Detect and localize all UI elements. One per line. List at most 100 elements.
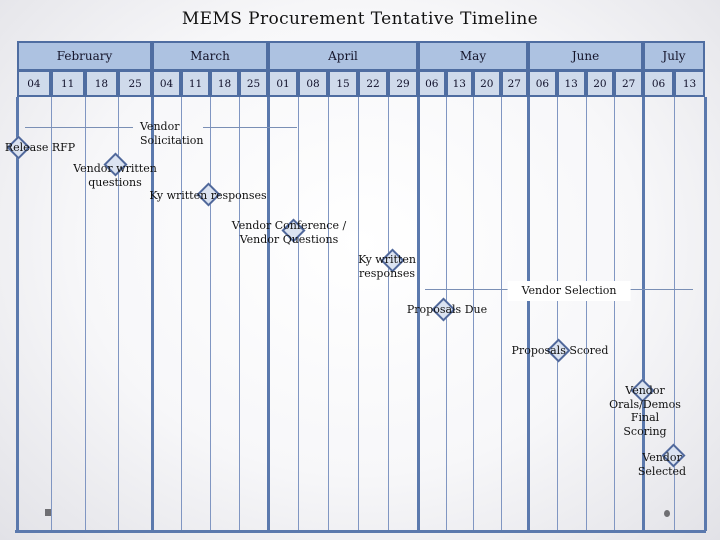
month-label: June (571, 49, 600, 63)
gridline-week-march-25 (239, 97, 240, 531)
gridline-week-february-11 (50, 97, 52, 531)
gridline-month-july (642, 97, 645, 531)
date-cell-june-20: 20 (585, 70, 615, 97)
date-label: 15 (336, 77, 350, 90)
gridline-week-may-27 (500, 97, 502, 531)
date-cell-july-06: 06 (643, 70, 674, 97)
page-title: MEMS Procurement Tentative Timeline (181, 9, 539, 29)
month-label: July (662, 49, 686, 63)
date-cell-april-15: 15 (328, 70, 358, 97)
milestone-label-ky-written-responses-2: Ky written responses (358, 253, 416, 280)
handle-dot-left (45, 509, 51, 516)
month-header-april: April (268, 41, 418, 71)
date-label: 13 (452, 77, 466, 90)
date-cell-february-04: 04 (17, 70, 51, 97)
date-cell-april-29: 29 (388, 70, 418, 97)
date-cell-march-18: 18 (210, 70, 239, 97)
phase-line-vendor-solicitation-1 (203, 127, 297, 128)
date-label: 20 (480, 77, 494, 90)
gridline-week-april-08 (298, 97, 299, 531)
gridline-week-april-22 (358, 97, 359, 531)
date-cell-february-11: 11 (50, 70, 85, 97)
milestone-label-vendor-selected: Vendor Selected (637, 451, 687, 478)
date-label: 13 (564, 77, 578, 90)
date-label: 29 (396, 77, 410, 90)
date-label: 06 (651, 77, 666, 90)
phase-line-vendor-selection-0 (425, 289, 519, 290)
phase-label-vendor-solicitation: Vendor Solicitation (140, 120, 204, 147)
phase-label-vendor-selection: Vendor Selection (507, 281, 631, 301)
milestone-label-vendor-orals-demos: Vendor Orals/Demos Final Scoring (609, 384, 681, 438)
gridline-month-june (527, 97, 530, 531)
month-label: March (190, 49, 230, 63)
date-cell-june-06: 06 (528, 70, 557, 97)
gridline-week-april-15 (328, 97, 329, 531)
date-cell-may-06: 06 (418, 70, 446, 97)
month-header-march: March (152, 41, 268, 71)
date-label: 25 (128, 77, 142, 90)
date-label: 01 (276, 77, 290, 90)
month-header-february: February (17, 41, 152, 71)
milestone-label-vendor-conference: Vendor Conference / Vendor Questions (231, 219, 347, 246)
date-label: 20 (593, 77, 607, 90)
gridline-week-march-18 (210, 97, 211, 531)
month-header-may: May (418, 41, 528, 71)
date-cell-march-25: 25 (239, 70, 268, 97)
date-cell-march-11: 11 (181, 70, 210, 97)
date-label: 13 (682, 77, 697, 90)
month-label: April (328, 49, 358, 63)
chart-bottom-border (15, 530, 706, 533)
date-cell-march-04: 04 (152, 70, 181, 97)
gridline-month-april (267, 97, 270, 531)
gridline-week-june-13 (556, 97, 558, 531)
gridline-month-march (151, 97, 154, 531)
gridline-week-february-25 (118, 97, 120, 531)
milestone-label-proposals-scored: Proposals Scored (511, 344, 609, 357)
gridline-right-edge (704, 97, 707, 531)
date-label: 18 (217, 77, 232, 90)
phase-line-vendor-selection-1 (621, 289, 693, 290)
date-label: 04 (27, 77, 41, 90)
milestone-label-ky-written-responses-1: Ky written responses (149, 189, 267, 202)
date-cell-february-18: 18 (84, 70, 119, 97)
gridline-week-june-20 (585, 97, 587, 531)
date-label: 22 (366, 77, 380, 90)
month-label: February (56, 49, 113, 63)
phase-line-vendor-solicitation-0 (25, 127, 133, 128)
date-cell-may-27: 27 (500, 70, 528, 97)
date-cell-april-22: 22 (358, 70, 388, 97)
milestone-label-release-rfp: Release RFP (4, 141, 76, 154)
handle-dot-right (664, 510, 670, 517)
date-label: 25 (246, 77, 261, 90)
date-label: 18 (94, 77, 109, 90)
gridline-week-february-18 (84, 97, 86, 531)
date-cell-february-25: 25 (118, 70, 152, 97)
gridline-week-june-27 (614, 97, 616, 531)
date-label: 08 (306, 77, 320, 90)
gridline-week-march-11 (181, 97, 182, 531)
gridline-week-may-20 (473, 97, 474, 531)
date-cell-april-01: 01 (268, 70, 298, 97)
month-header-june: June (528, 41, 643, 71)
gridline-month-february (16, 97, 19, 531)
date-cell-july-13: 13 (674, 70, 705, 97)
date-label: 27 (621, 77, 636, 90)
gridline-week-april-29 (388, 97, 389, 531)
date-label: 06 (425, 77, 439, 90)
date-cell-may-20: 20 (473, 70, 501, 97)
date-cell-may-13: 13 (445, 70, 473, 97)
date-label: 04 (159, 77, 174, 90)
gridline-week-july-13 (674, 97, 675, 531)
date-label: 27 (507, 77, 521, 90)
date-label: 11 (188, 77, 203, 90)
milestone-label-vendor-written-questions: Vendor written questions (73, 162, 157, 189)
month-label: May (459, 49, 487, 63)
date-cell-june-27: 27 (614, 70, 643, 97)
date-label: 11 (60, 77, 75, 90)
milestone-label-proposals-due: Proposals Due (406, 303, 488, 316)
date-label: 06 (535, 77, 550, 90)
date-cell-june-13: 13 (556, 70, 586, 97)
gridline-month-may (417, 97, 420, 531)
date-cell-april-08: 08 (298, 70, 328, 97)
